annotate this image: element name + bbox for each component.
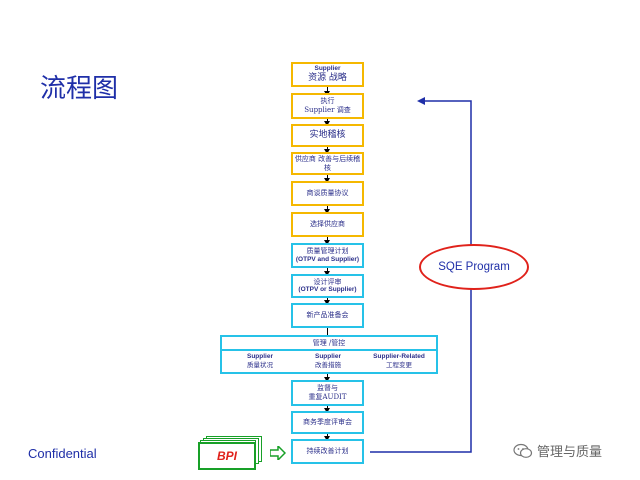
confidential-label: Confidential xyxy=(28,446,97,461)
flow-step-supplier-strategy: Supplier 资源 战略 xyxy=(291,62,364,87)
flow-step-continuous-improvement: 持续改善计划 xyxy=(291,439,364,464)
flow-step-improvement-audit: 供应商 改善与后续稽核 xyxy=(291,152,364,175)
watermark: 管理与质量 xyxy=(513,441,602,460)
bpi-label: BPI xyxy=(198,442,256,470)
flow-step-onsite-audit: 实地稽核 xyxy=(291,124,364,147)
management-header: 管理 /管控 xyxy=(312,339,346,347)
management-col-engineering-change: Supplier-Related 工程变更 xyxy=(373,353,425,370)
flow-step-supplier-survey: 执行 Supplier 调查 xyxy=(291,93,364,119)
management-box: 管理 /管控 Supplier 质量状况 Supplier 改善措施 Suppl… xyxy=(220,335,438,374)
bpi-arrow-icon xyxy=(270,446,286,460)
flow-step-design-review: 设计评审 (OTPV or Supplier) xyxy=(291,274,364,298)
management-col-quality-status: Supplier 质量状况 xyxy=(246,353,273,370)
slide-title: 流程图 xyxy=(40,74,119,104)
sqe-program-label: SQE Program xyxy=(419,244,529,290)
wechat-icon xyxy=(513,443,533,458)
management-divider xyxy=(222,349,436,351)
flow-step-quarterly-review: 商务季度评审会 xyxy=(291,411,364,434)
flow-step-monitor-reaudit: 监督与 重复AUDIT xyxy=(291,380,364,406)
bpi-document-stack: BPI xyxy=(198,436,268,470)
flow-step-quality-plan: 质量管理计划 (OTPV and Supplier) xyxy=(291,243,364,268)
management-col-corrective-action: Supplier 改善措施 xyxy=(314,353,341,370)
watermark-text: 管理与质量 xyxy=(537,445,603,460)
flow-step-select-supplier: 选择供应商 xyxy=(291,212,364,237)
flow-step-quality-agreement: 商谈质量协议 xyxy=(291,181,364,206)
flow-step-npi-meeting: 新产品准备会 xyxy=(291,303,364,328)
